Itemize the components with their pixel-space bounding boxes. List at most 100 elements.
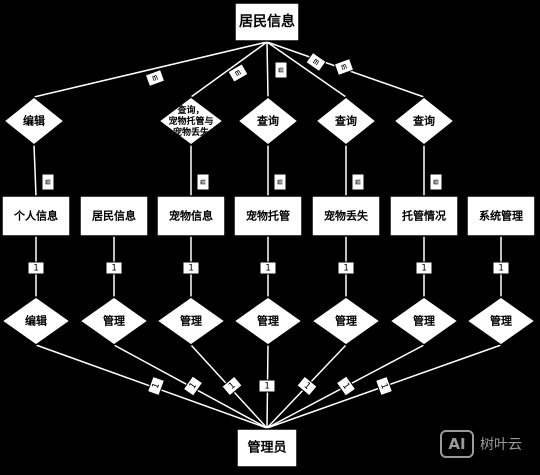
entity-box bbox=[311, 195, 381, 237]
cardinality-box bbox=[273, 173, 287, 191]
connector-line bbox=[33, 144, 37, 197]
cardinality-text: 1 bbox=[33, 264, 38, 274]
relationship-label: 查询 bbox=[335, 114, 357, 128]
cardinality-text: 1 bbox=[421, 264, 426, 274]
cardinality-text: 1 bbox=[264, 382, 269, 392]
entity-box bbox=[389, 195, 459, 237]
cardinality-1: 1 bbox=[27, 261, 45, 275]
entity-box bbox=[79, 195, 149, 237]
cardinality-box bbox=[105, 261, 123, 275]
cardinality-text: m bbox=[233, 68, 243, 79]
cardinality-box bbox=[144, 68, 166, 88]
cardinality-box bbox=[335, 375, 357, 397]
cardinality-1: 1 bbox=[105, 261, 123, 275]
cardinality-text: 1 bbox=[343, 264, 348, 274]
cardinality-1: 1 bbox=[258, 379, 276, 393]
connector-line bbox=[266, 41, 347, 98]
watermark: AI 树叶云 bbox=[440, 430, 522, 458]
entity-box-resident-top bbox=[234, 2, 300, 42]
entity-label: 系统管理 bbox=[479, 209, 523, 223]
relationship-label: 管理 bbox=[257, 314, 279, 328]
entity-label: 居民信息 bbox=[239, 13, 295, 30]
relationship-label: 管理 bbox=[180, 314, 202, 328]
cardinality-box bbox=[492, 261, 510, 275]
cardinality-box bbox=[227, 63, 249, 83]
cardinality-box bbox=[146, 375, 166, 397]
relationship-label: 管理 bbox=[103, 314, 125, 328]
relationship-diamond bbox=[157, 96, 225, 146]
relationship-label: 查询 bbox=[413, 114, 435, 128]
relationship-diamond bbox=[0, 296, 72, 346]
cardinality-text: 1 bbox=[188, 381, 199, 391]
relationship-label: 查询 bbox=[257, 114, 279, 128]
cardinality-m: m bbox=[227, 63, 249, 83]
cardinality-m: m bbox=[333, 57, 355, 77]
relationship-diamond bbox=[2, 96, 66, 146]
connector-line bbox=[33, 41, 268, 98]
cardinality-m: m bbox=[351, 173, 365, 191]
cardinality-text: m bbox=[354, 179, 364, 184]
cardinality-text: 1 bbox=[151, 382, 162, 391]
relationship-diamond bbox=[155, 296, 227, 346]
cardinality-text: 1 bbox=[378, 382, 389, 391]
entity-label: 宠物丢失 bbox=[324, 209, 369, 223]
cardinality-1: 1 bbox=[259, 261, 277, 275]
cardinality-box bbox=[305, 51, 327, 73]
cardinality-text: m bbox=[199, 179, 209, 184]
cardinality-box bbox=[221, 375, 243, 397]
relationship-diamond bbox=[232, 296, 304, 346]
entity-label: 居民信息 bbox=[92, 209, 136, 223]
relationship-label: 管理 bbox=[490, 314, 512, 328]
cardinality-1: 1 bbox=[337, 261, 355, 275]
relationship-diamond bbox=[314, 96, 378, 146]
cardinality-m: m bbox=[196, 173, 210, 191]
cardinality-m: m bbox=[305, 51, 327, 73]
relationship-label: 管理 bbox=[413, 314, 435, 328]
relationship-diamond bbox=[392, 96, 456, 146]
cardinality-box bbox=[274, 61, 288, 79]
cardinality-text: m bbox=[432, 179, 442, 184]
cardinality-1: 1 bbox=[492, 261, 510, 275]
relationship-label-line: 宠物丢失 bbox=[173, 126, 210, 138]
relationship-label-line: 宠物托管与 bbox=[168, 115, 213, 127]
cardinality-box bbox=[27, 261, 45, 275]
relationship-diamond bbox=[78, 296, 150, 346]
cardinality-box bbox=[337, 261, 355, 275]
cardinality-box bbox=[333, 57, 355, 77]
relationship-diamond bbox=[465, 296, 537, 346]
cardinality-box bbox=[429, 173, 443, 191]
cardinality-text: 1 bbox=[301, 381, 312, 392]
cardinality-box bbox=[374, 375, 394, 397]
cardinality-1: 1 bbox=[374, 375, 394, 397]
relationship-label: 管理 bbox=[335, 314, 357, 328]
relationship-label: 编辑 bbox=[23, 114, 45, 128]
relationship-diamond bbox=[236, 96, 300, 146]
relationship-diamond bbox=[310, 296, 382, 346]
cardinality-text: m bbox=[276, 179, 286, 184]
cardinality-text: 1 bbox=[265, 264, 270, 274]
entity-box bbox=[233, 195, 303, 237]
cardinality-box bbox=[259, 261, 277, 275]
cardinality-text: m bbox=[277, 67, 287, 72]
connector-line bbox=[266, 41, 269, 98]
watermark-text: 树叶云 bbox=[480, 437, 522, 453]
cardinality-box bbox=[182, 261, 200, 275]
cardinality-text: 1 bbox=[188, 264, 193, 274]
cardinality-1: 1 bbox=[182, 375, 204, 397]
cardinality-box bbox=[415, 261, 433, 275]
cardinality-text: 1 bbox=[111, 264, 116, 274]
cardinality-m: m bbox=[429, 173, 443, 191]
cardinality-text: m bbox=[44, 179, 54, 184]
relationship-label-line: 查询， bbox=[176, 104, 204, 116]
entity-label: 托管情况 bbox=[402, 209, 446, 223]
relationship-label: 编辑 bbox=[25, 314, 47, 328]
watermark-badge: AI bbox=[440, 430, 474, 458]
entity-label: 宠物托管 bbox=[246, 209, 290, 223]
entity-box-admin bbox=[236, 428, 298, 468]
cardinality-1: 1 bbox=[146, 375, 166, 397]
cardinality-m: m bbox=[274, 61, 288, 79]
entity-box bbox=[156, 195, 226, 237]
cardinality-text: m bbox=[340, 62, 349, 73]
cardinality-1: 1 bbox=[415, 261, 433, 275]
